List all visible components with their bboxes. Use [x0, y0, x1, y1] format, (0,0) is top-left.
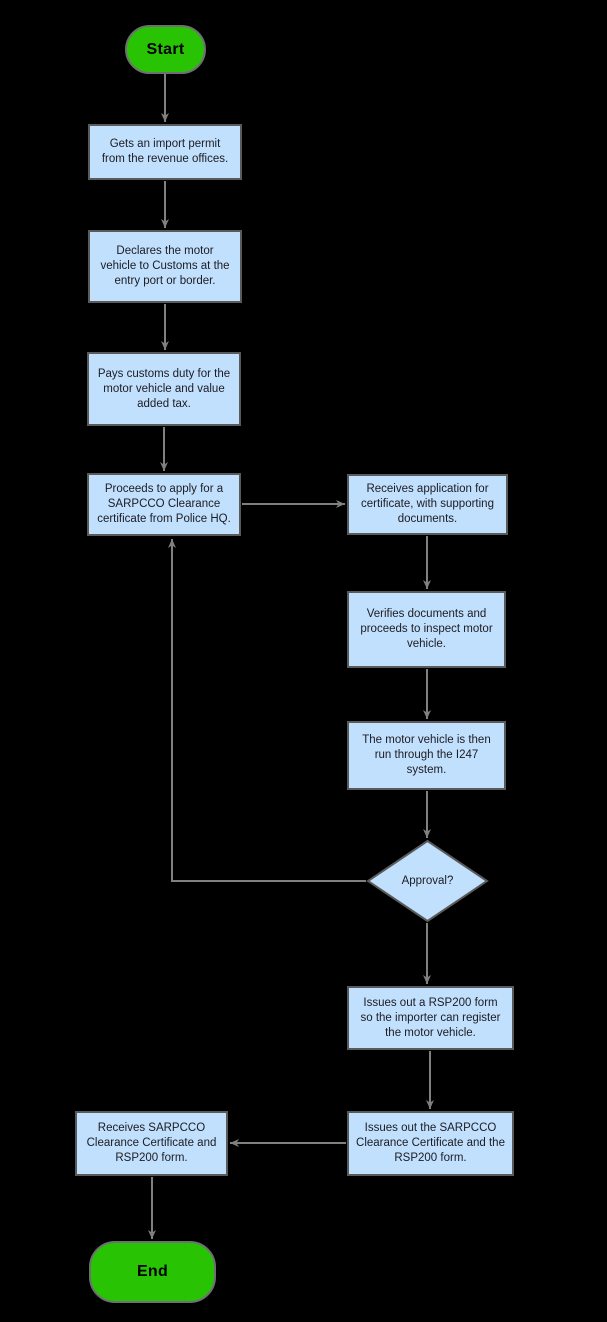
node-issues-certificate[interactable]: Issues out the SARPCCO Clearance Certifi…	[347, 1111, 514, 1176]
node-issues-rsp200-label: Issues out a RSP200 form so the importer…	[360, 996, 501, 1039]
node-import-permit[interactable]: Gets an import permit from the revenue o…	[88, 124, 242, 180]
node-declare-customs[interactable]: Declares the motor vehicle to Customs at…	[88, 230, 242, 303]
node-verifies-documents[interactable]: Verifies documents and proceeds to inspe…	[347, 591, 506, 668]
node-apply-clearance[interactable]: Proceeds to apply for a SARPCCO Clearanc…	[87, 473, 241, 536]
node-verifies-documents-label: Verifies documents and proceeds to inspe…	[360, 608, 493, 650]
node-i247-system-label: The motor vehicle is then run through th…	[362, 734, 491, 776]
edge-approval-to-apply-clearance	[168, 539, 366, 882]
node-receives-application[interactable]: Receives application for certificate, wi…	[347, 474, 508, 535]
node-declare-customs-label: Declares the motor vehicle to Customs at…	[100, 245, 230, 287]
node-i247-system[interactable]: The motor vehicle is then run through th…	[347, 721, 506, 790]
node-receives-certificate[interactable]: Receives SARPCCO Clearance Certificate a…	[75, 1111, 228, 1176]
node-start-label: Start	[146, 40, 185, 58]
node-issues-rsp200[interactable]: Issues out a RSP200 form so the importer…	[347, 986, 514, 1050]
decision-diamond-shape	[366, 839, 489, 923]
node-import-permit-label: Gets an import permit from the revenue o…	[101, 138, 229, 165]
node-start[interactable]: Start	[125, 25, 206, 74]
node-end[interactable]: End	[89, 1241, 216, 1303]
node-apply-clearance-label: Proceeds to apply for a SARPCCO Clearanc…	[97, 483, 231, 525]
node-approval-decision[interactable]: Approval?	[366, 839, 489, 923]
node-receives-application-label: Receives application for certificate, wi…	[361, 483, 494, 525]
node-pay-duty-label: Pays customs duty for the motor vehicle …	[97, 367, 231, 410]
node-pay-duty[interactable]: Pays customs duty for the motor vehicle …	[87, 352, 241, 426]
node-receives-certificate-label: Receives SARPCCO Clearance Certificate a…	[86, 1122, 217, 1164]
node-end-label: End	[136, 1263, 169, 1280]
node-issues-certificate-label: Issues out the SARPCCO Clearance Certifi…	[356, 1122, 505, 1164]
